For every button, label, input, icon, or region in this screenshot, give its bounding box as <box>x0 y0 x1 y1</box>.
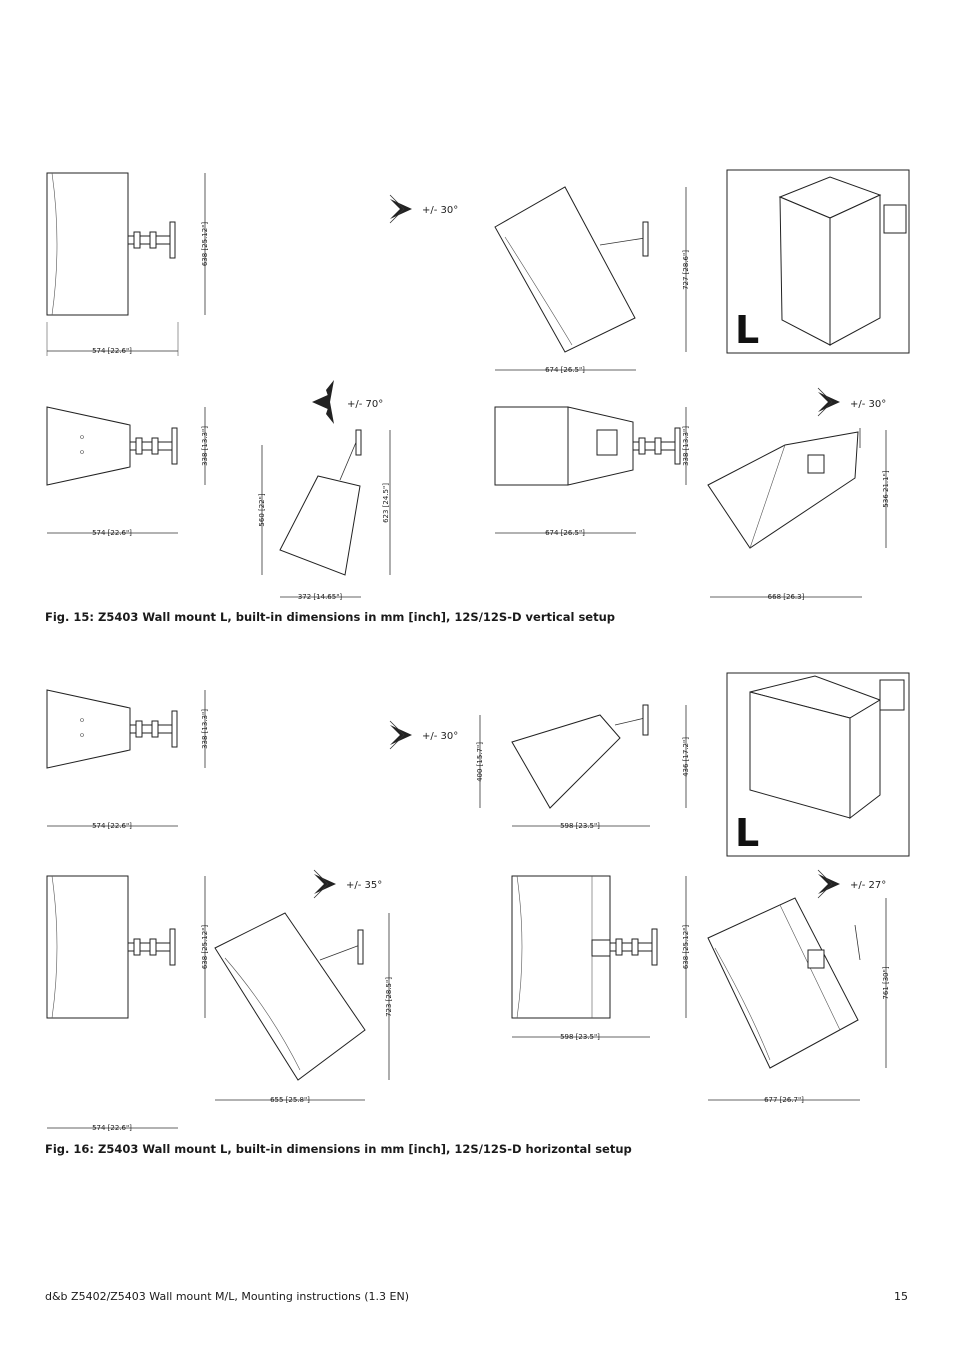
angle-label: +/- 30° <box>850 399 886 410</box>
dimension-label: 338 [13.3"] <box>201 426 209 466</box>
angle-label: +/- 30° <box>422 205 458 216</box>
fig15-view-front-vertical <box>46 172 206 356</box>
dimension-label: 638 [25.12"] <box>201 925 209 970</box>
rotation-arrows-icon <box>389 720 412 750</box>
figure-caption: Fig. 15: Z5403 Wall mount L, built-in di… <box>45 610 616 624</box>
model-letter: L <box>735 811 759 855</box>
dimension-label: 338 [13.3"] <box>682 426 690 466</box>
angle-label: +/- 35° <box>346 880 382 891</box>
dimension-label: 668 [26.3] <box>768 593 805 601</box>
dimension-label: 674 [26.5"] <box>545 366 585 374</box>
rotation-arrows-icon <box>817 869 840 899</box>
footer-document-title: d&b Z5402/Z5403 Wall mount M/L, Mounting… <box>45 1290 409 1303</box>
dimension-label: 574 [22.6"] <box>92 347 132 355</box>
angle-label: +/- 27° <box>850 880 886 891</box>
model-letter: L <box>735 308 759 352</box>
fig16-view-tilted-top <box>479 704 687 827</box>
fig15-view-tilted-vertical <box>494 186 687 371</box>
dimension-label: 436 [17.2"] <box>682 737 690 777</box>
rotation-arrows-icon <box>817 387 840 417</box>
dimension-label: 598 [23.5"] <box>560 822 600 830</box>
fig16-view-tilted-front-b <box>707 897 887 1101</box>
dimension-label: 723 [28.5"] <box>385 977 393 1017</box>
angle-label: +/- 70° <box>347 399 383 410</box>
dimension-label: 560 [22"] <box>258 493 266 526</box>
fig15-perspective-panel <box>726 169 910 354</box>
fig15-view-top-a <box>46 406 206 534</box>
dimension-label: 677 [26.7"] <box>764 1096 804 1104</box>
fig16-view-top-a <box>46 689 206 827</box>
dimension-label: 761 [30"] <box>882 966 890 999</box>
fig16-view-front-b <box>511 875 687 1038</box>
fig16-view-front-a <box>46 875 206 1129</box>
rotation-arrows-icon <box>389 194 412 224</box>
fig15-view-top-b <box>494 406 687 534</box>
angle-label: +/- 30° <box>422 731 458 742</box>
dimension-label: 598 [23.5"] <box>560 1033 600 1041</box>
fig15-view-tilted-top <box>707 428 887 598</box>
dimension-label: 727 [28.6"] <box>682 250 690 290</box>
dimension-label: 338 [13.3"] <box>201 709 209 749</box>
fig16-view-tilted-front <box>214 912 390 1101</box>
dimension-label: 574 [22.6"] <box>92 822 132 830</box>
dimension-label: 655 [25.8"] <box>270 1096 310 1104</box>
rotation-arrows-icon <box>313 869 336 899</box>
dimension-label: 536 21.1"] <box>882 470 890 507</box>
dimension-label: 623 [24.5"] <box>382 483 390 523</box>
page-number: 15 <box>894 1290 908 1303</box>
dimension-label: 400 [15.7"] <box>476 742 484 782</box>
figure-caption: Fig. 16: Z5403 Wall mount L, built-in di… <box>45 1142 632 1156</box>
dimension-label: 638 [25.12"] <box>682 925 690 970</box>
dimension-label: 574 [22.6"] <box>92 529 132 537</box>
dimension-label: 574 [22.6"] <box>92 1124 132 1132</box>
fig16-perspective-panel <box>726 672 910 857</box>
dimension-label: 674 [26.5"] <box>545 529 585 537</box>
dimension-label: 372 [14.65"] <box>298 593 343 601</box>
fig15-view-hanging <box>261 429 391 598</box>
rotation-arrows-icon <box>312 380 334 424</box>
dimension-label: 638 [25.12"] <box>201 222 209 267</box>
